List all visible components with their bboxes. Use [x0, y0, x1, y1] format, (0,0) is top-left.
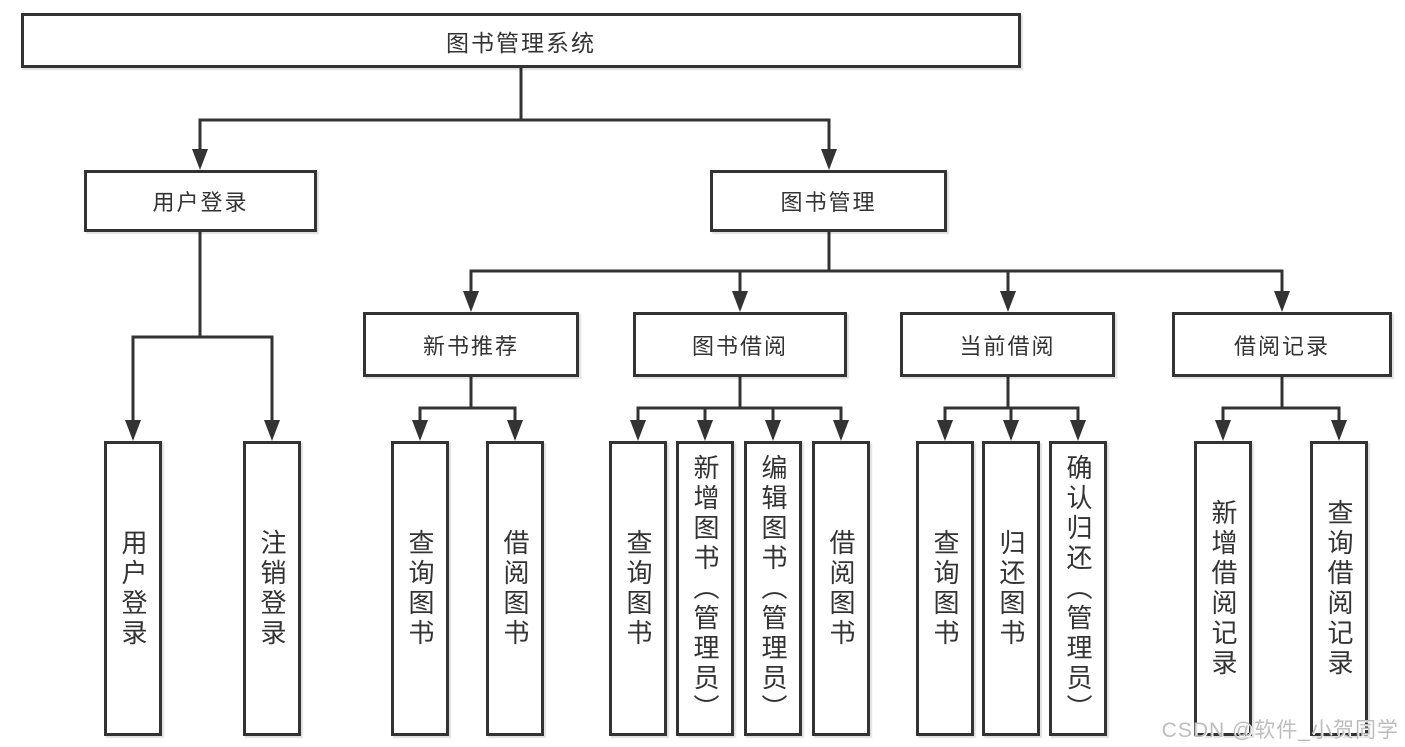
- leaf-borrow-query-book: 查询图书: [609, 441, 667, 736]
- node-label: 编辑图书（管理员）: [758, 453, 788, 724]
- leaf-confirm-return-admin: 确认归还（管理员）: [1049, 441, 1107, 736]
- leaf-user-login: 用户登录: [104, 441, 162, 736]
- node-book-management: 图书管理: [710, 170, 947, 232]
- leaf-recommend-query-book: 查询图书: [391, 441, 449, 736]
- node-label: 查询借阅记录: [1324, 498, 1354, 679]
- leaf-current-query-book: 查询图书: [916, 441, 974, 736]
- node-label: 注销登录: [257, 528, 287, 649]
- leaf-add-book-admin: 新增图书（管理员）: [676, 441, 734, 736]
- node-label: 借阅图书: [826, 528, 856, 649]
- node-book-borrow: 图书借阅: [633, 312, 847, 377]
- node-label: 当前借阅: [959, 333, 1056, 359]
- leaf-logout: 注销登录: [243, 441, 301, 736]
- node-label: 用户登录: [152, 190, 249, 215]
- node-label: 图书管理系统: [446, 29, 596, 56]
- node-label: 归还图书: [996, 528, 1026, 649]
- node-borrow-records: 借阅记录: [1172, 312, 1392, 377]
- node-user-login: 用户登录: [84, 170, 317, 232]
- leaf-add-borrow-record: 新增借阅记录: [1194, 441, 1252, 736]
- node-label: 查询图书: [623, 528, 653, 649]
- leaf-recommend-borrow-book: 借阅图书: [486, 441, 544, 736]
- node-label: 借阅图书: [500, 528, 530, 649]
- leaf-edit-book-admin: 编辑图书（管理员）: [744, 441, 802, 736]
- node-label: 图书管理: [780, 190, 877, 215]
- node-current-borrow: 当前借阅: [900, 312, 1115, 377]
- node-label: 新增借阅记录: [1208, 498, 1238, 679]
- leaf-borrow-book: 借阅图书: [812, 441, 870, 736]
- node-label: 新增图书（管理员）: [690, 453, 720, 724]
- node-label: 查询图书: [930, 528, 960, 649]
- node-label: 图书借阅: [691, 333, 788, 359]
- node-library-management-system: 图书管理系统: [21, 13, 1021, 68]
- node-label: 查询图书: [405, 528, 435, 649]
- node-label: 借阅记录: [1233, 333, 1330, 359]
- leaf-return-book: 归还图书: [982, 441, 1040, 736]
- node-label: 用户登录: [118, 528, 148, 649]
- csdn-watermark: CSDN @软件_小贺同学: [1161, 719, 1399, 742]
- leaf-query-borrow-record: 查询借阅记录: [1310, 441, 1368, 736]
- node-new-book-recommend: 新书推荐: [363, 312, 579, 377]
- node-label: 确认归还（管理员）: [1063, 453, 1093, 724]
- node-label: 新书推荐: [422, 333, 519, 359]
- arrowheads: [125, 149, 1347, 441]
